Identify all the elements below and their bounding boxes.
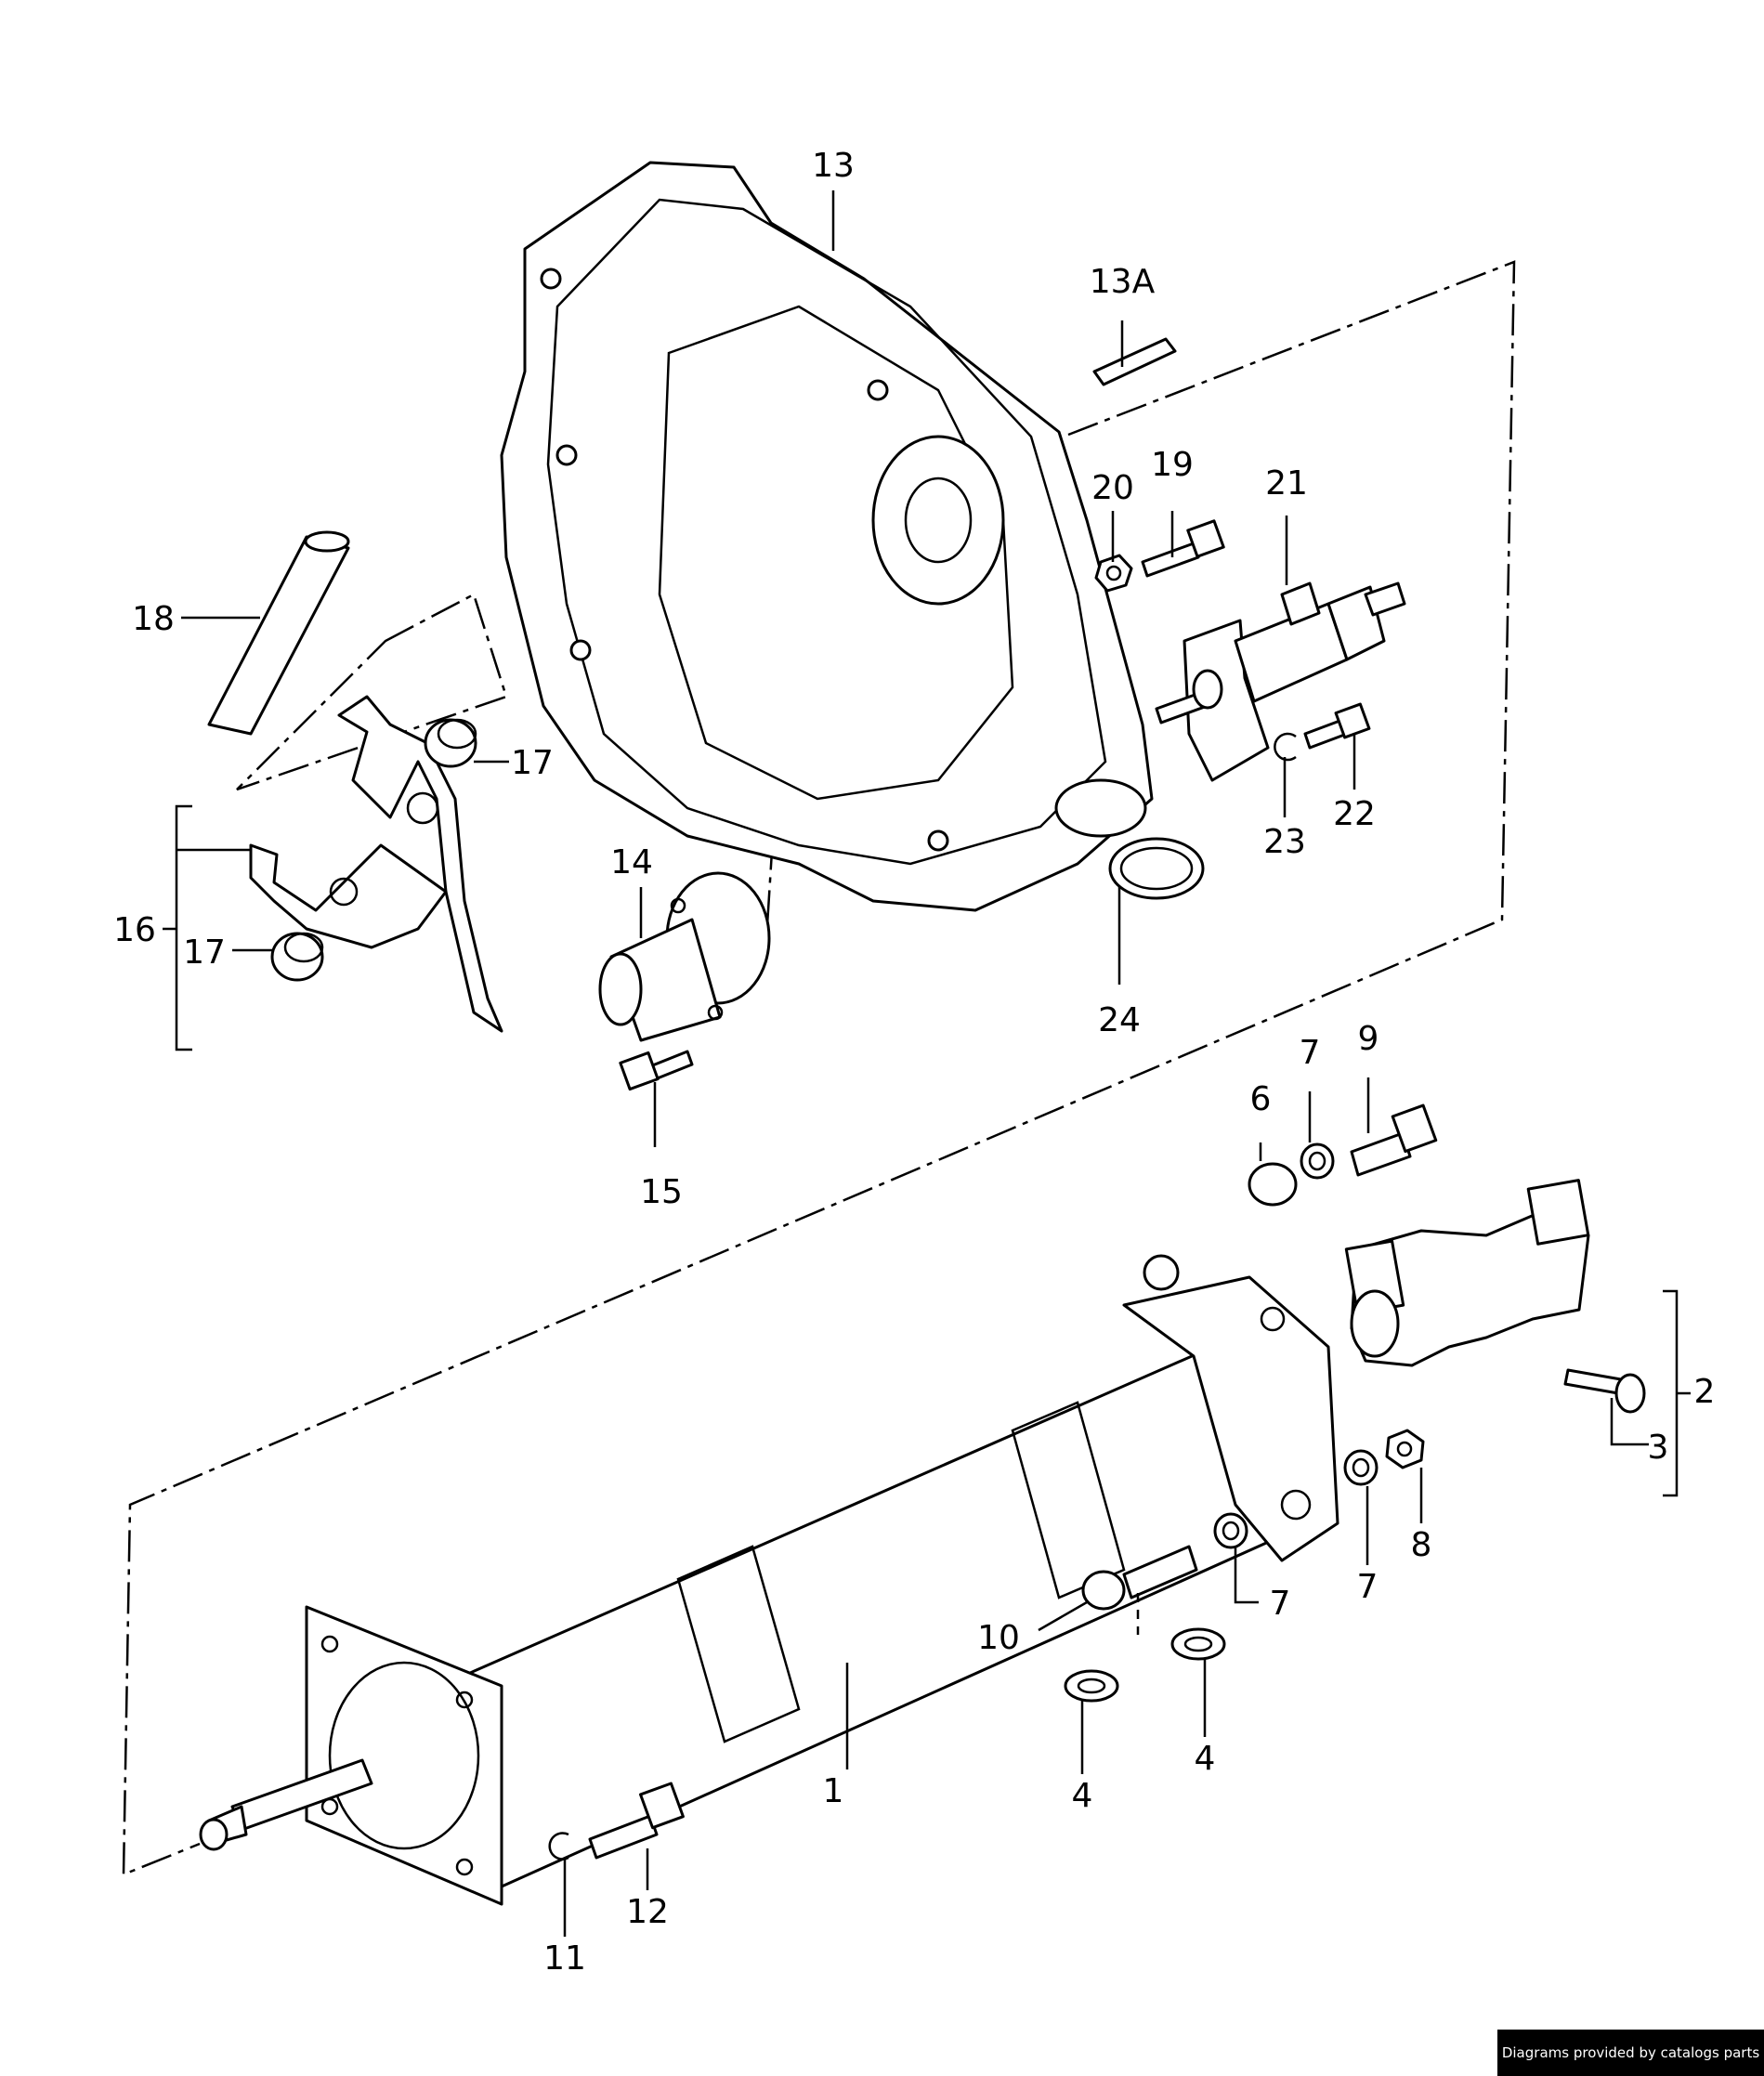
coupling-assembly [1344,1179,1590,1367]
callout-13A: 13A [1090,263,1156,301]
callout-7b: 7 [1270,1585,1291,1623]
bolt-9 [1350,1103,1438,1177]
washer-7-middle [1213,1512,1248,1549]
callout-7a: 7 [1300,1034,1321,1072]
seal-24 [1108,837,1205,900]
retaining-clip-11 [548,1832,569,1861]
drive-tube [199,1254,1339,1906]
callout-labels: 1 2 3 4 4 6 7 7 7 8 9 10 11 12 13 13A 14… [113,147,1715,1978]
leader-lines [163,190,1691,1937]
bolt-10 [1081,1545,1198,1611]
callout-20: 20 [1091,469,1134,507]
callout-3: 3 [1648,1429,1669,1467]
callout-6: 6 [1250,1080,1272,1118]
bolt-19 [1141,519,1225,578]
retaining-clip-23 [1274,732,1297,762]
callout-15: 15 [640,1173,683,1211]
callout-7c: 7 [1357,1568,1379,1606]
diagram-credit: Diagrams provided by catalogs parts [1497,2030,1764,2076]
callout-8: 8 [1411,1526,1432,1564]
lock-plate-4-left [1064,1669,1119,1703]
bushing-17-upper [424,718,477,768]
bushing-6 [1248,1162,1298,1207]
callout-11: 11 [543,1939,586,1978]
pivot-pin-18 [207,530,350,736]
clutch-housing [500,161,1154,912]
washer-7-upper [1300,1142,1335,1180]
callout-2: 2 [1694,1373,1716,1411]
guide-sleeve [598,871,771,1042]
callout-14: 14 [610,843,653,881]
callout-19: 19 [1151,446,1194,484]
release-fork [249,695,503,1033]
callout-23: 23 [1263,823,1306,861]
callout-12: 12 [626,1893,669,1931]
callout-4b: 4 [1195,1740,1216,1778]
dowel-pin [1092,337,1177,386]
callout-4a: 4 [1072,1777,1093,1815]
callout-13: 13 [812,147,855,185]
washer-7-right [1343,1449,1379,1486]
bolt-3 [1563,1368,1646,1414]
bolt-22 [1303,702,1371,750]
callout-24: 24 [1098,1001,1141,1039]
bushing-17-lower [270,932,324,982]
callout-17a: 17 [511,744,554,782]
slave-cylinder [1155,581,1406,782]
bolt-12 [588,1782,685,1860]
nut-20 [1094,554,1133,593]
bolt-15 [619,1050,694,1091]
callout-18: 18 [132,600,175,638]
callout-21: 21 [1265,464,1308,503]
callout-9: 9 [1358,1020,1379,1058]
callout-17b: 17 [183,934,226,972]
lock-plate-4-right [1170,1627,1226,1661]
callout-22: 22 [1333,795,1376,833]
callout-10: 10 [977,1619,1020,1657]
callout-1: 1 [823,1772,844,1810]
callout-16: 16 [113,911,156,949]
nut-8 [1385,1429,1425,1469]
